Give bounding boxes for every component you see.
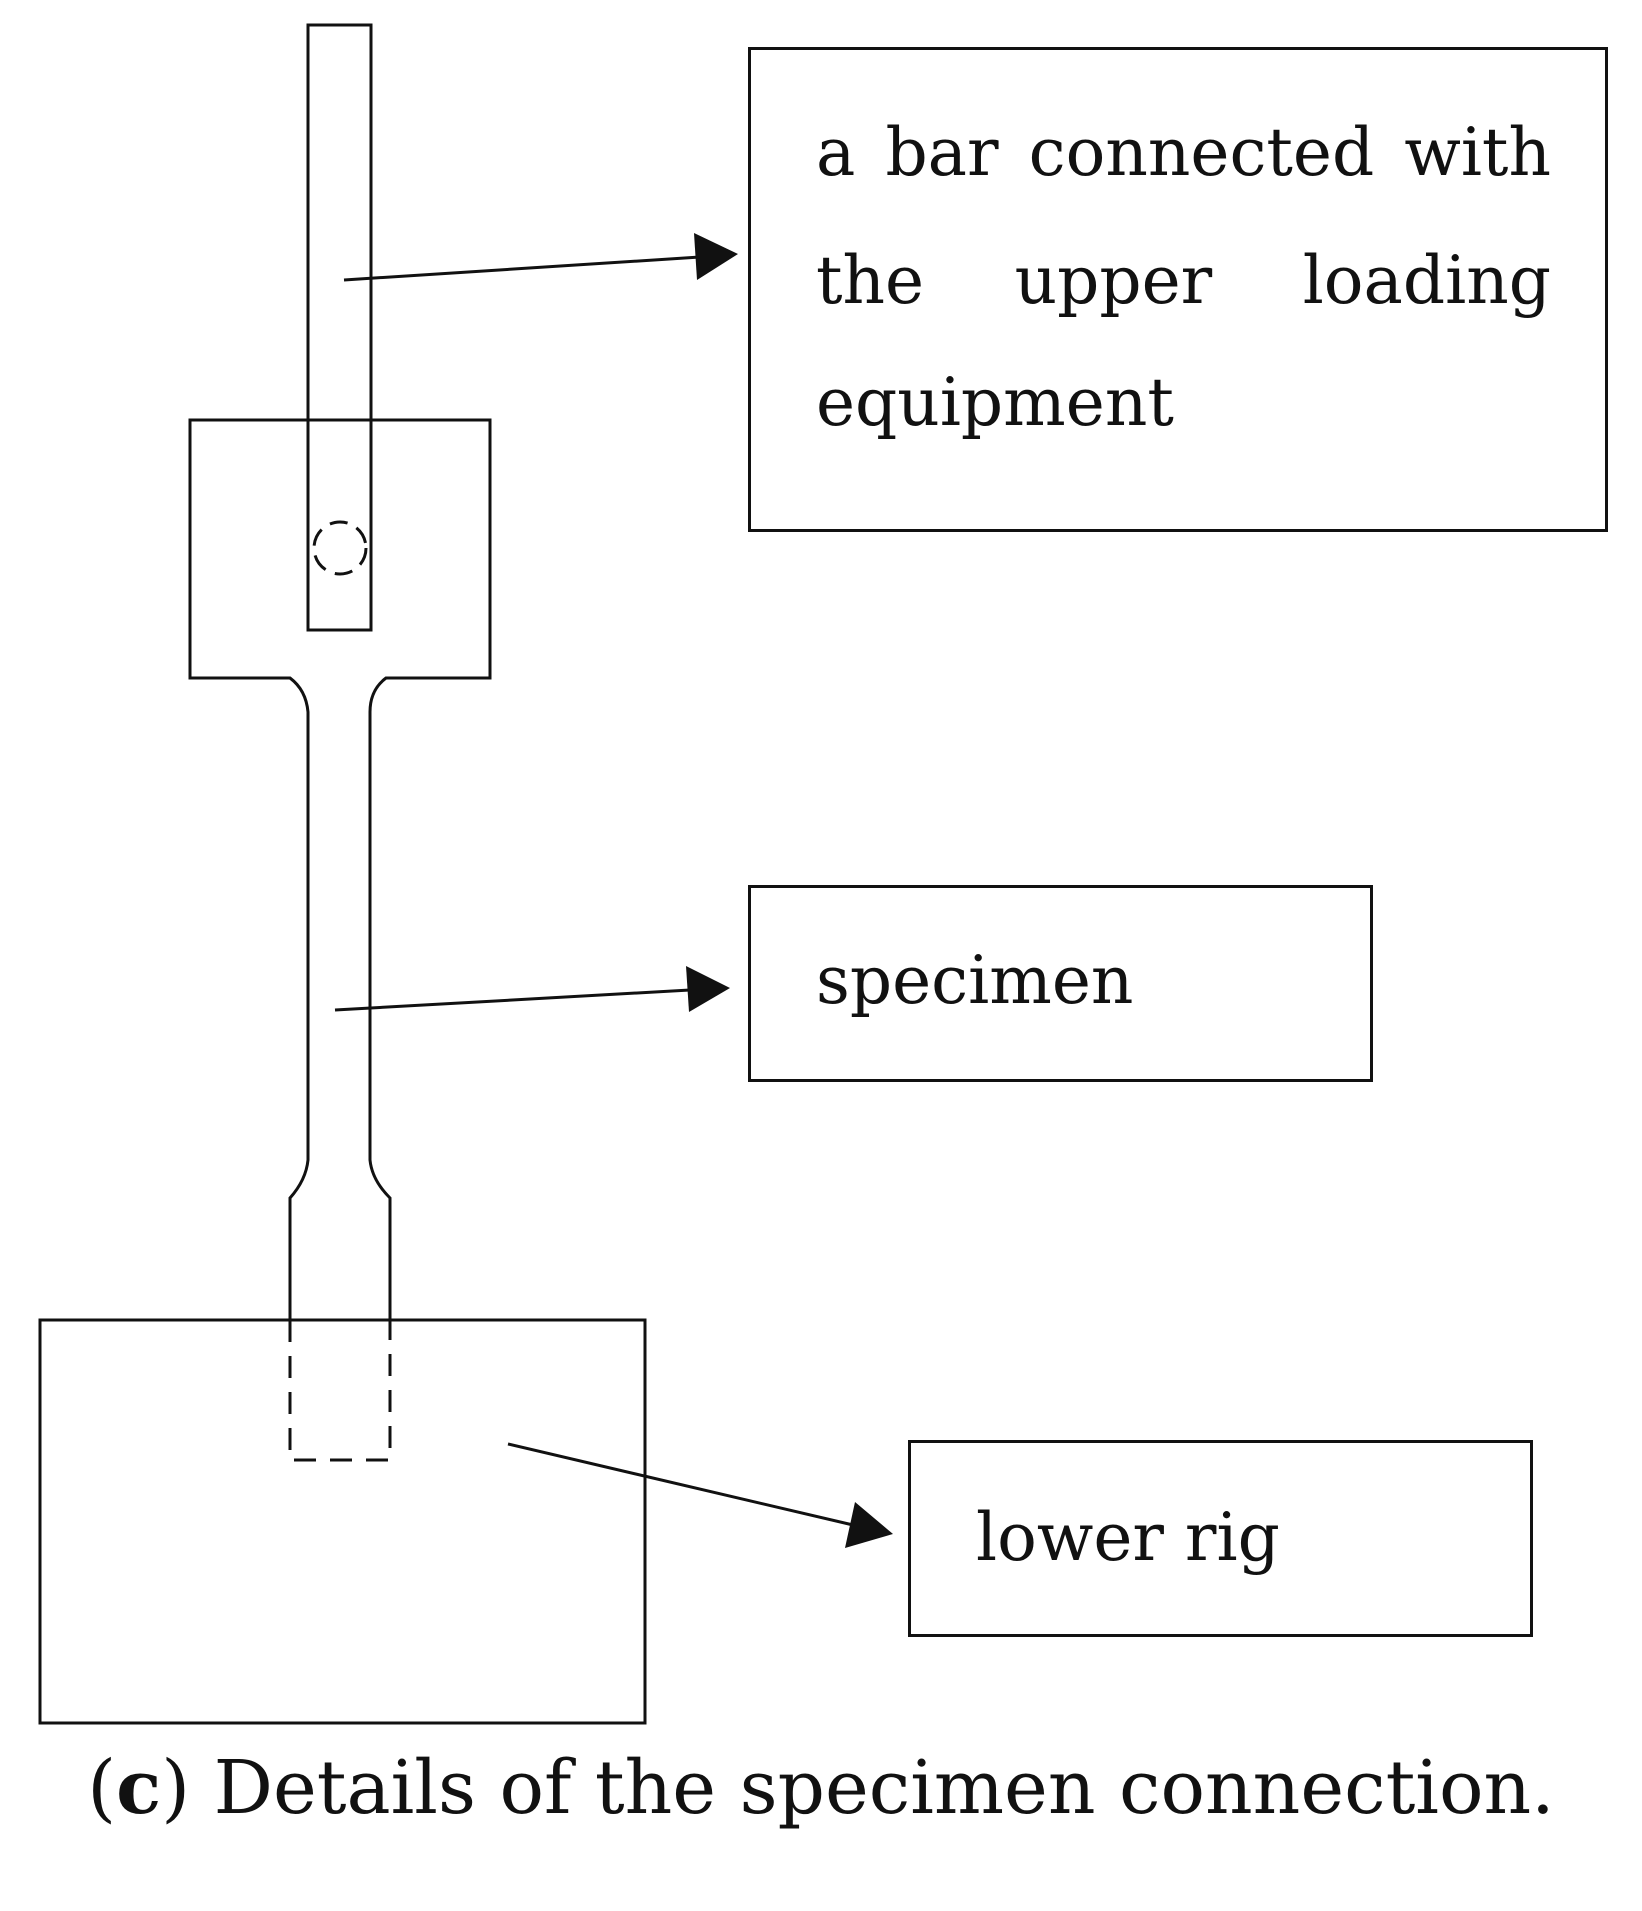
word: connected (1028, 114, 1375, 191)
upper-bar-label-line3: equipment (816, 364, 1174, 441)
caption-panel-letter: c (116, 1745, 162, 1831)
caption-text: Details of the specimen connection. (190, 1745, 1555, 1831)
arrow-upper-bar (343, 233, 738, 282)
upper-bar-label-line2: the upper loading (816, 248, 1551, 314)
pin-hole (312, 520, 368, 576)
word: a (816, 114, 856, 191)
arrow-lower-rig (507, 1442, 893, 1548)
specimen-label-box: specimen (748, 885, 1373, 1082)
specimen-embedded-end (288, 1320, 392, 1462)
word: the (816, 242, 925, 319)
word: loading (1302, 242, 1551, 319)
figure-caption: (c) Details of the specimen connection. (0, 1745, 1642, 1831)
lower-rig-block (38, 1318, 647, 1725)
upper-loading-bar (306, 23, 373, 632)
specimen-outline (188, 418, 492, 1322)
caption-open-paren: ( (87, 1745, 117, 1831)
lower-rig-label: lower rig (976, 1499, 1280, 1576)
word: upper (1014, 242, 1213, 319)
lower-rig-label-box: lower rig (908, 1440, 1533, 1637)
caption-close-paren: ) (161, 1745, 191, 1831)
word: bar (885, 114, 999, 191)
upper-bar-label-box: a bar connected with the upper loading e… (748, 47, 1608, 532)
specimen-label: specimen (816, 942, 1134, 1019)
word: with (1404, 114, 1551, 191)
upper-bar-label-line1: a bar connected with (816, 120, 1551, 186)
arrow-specimen (334, 966, 730, 1012)
